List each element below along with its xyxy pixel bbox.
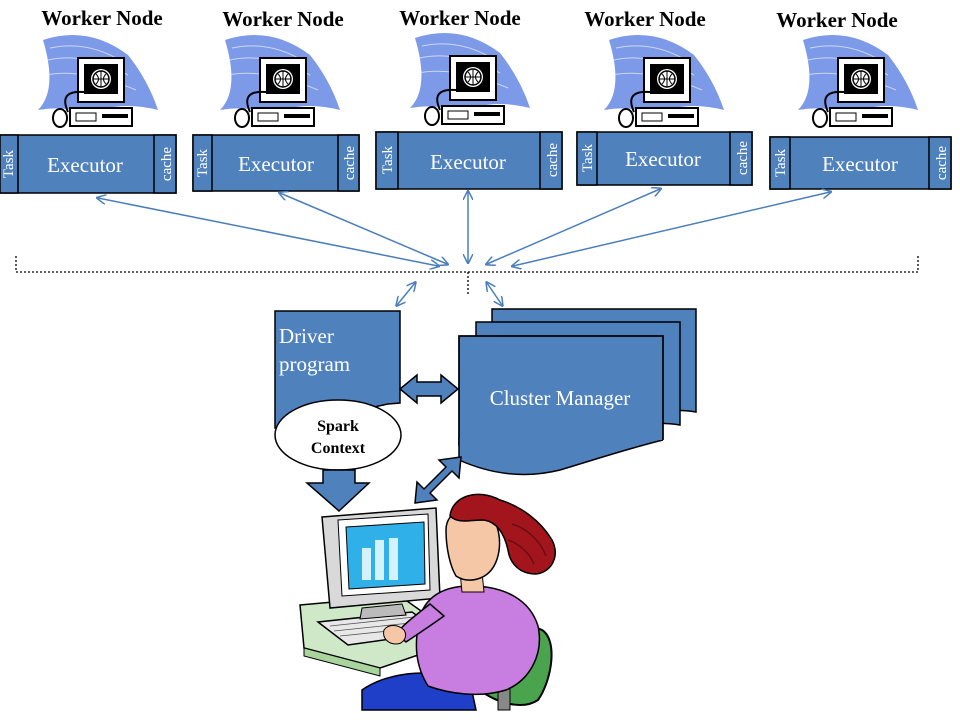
worker-node-4: Worker Node Executor Task cache [576, 7, 753, 186]
cache-label: cache [934, 146, 950, 180]
executor-label: Executor [822, 152, 898, 176]
computer-icon [220, 35, 340, 128]
computer-icon [798, 35, 918, 128]
connector-arrow-cluster [487, 283, 502, 305]
executor-box: Executor Task cache [375, 131, 563, 190]
executor-label: Executor [430, 150, 506, 174]
worker-node-3: Worker Node Executor Task cache [375, 6, 563, 190]
driver-label-line2: program [279, 352, 350, 376]
worker-node-2: Worker Node Executor Task cache [192, 7, 360, 192]
driver-cluster-arrow [398, 373, 460, 405]
cache-label: cache [735, 141, 751, 175]
cluster-manager-label: Cluster Manager [490, 386, 631, 410]
task-label: Task [195, 148, 211, 177]
monitor-bar [389, 538, 398, 580]
connector-arrow-2 [280, 193, 447, 264]
computer-icon [38, 35, 158, 128]
spark-context-line1: Spark [317, 418, 359, 435]
cache-label: cache [159, 147, 175, 181]
worker-node-1: Worker Node Executor Task cache [0, 6, 177, 194]
cache-label: cache [342, 146, 358, 180]
user-at-computer-illustration [299, 493, 556, 711]
connector-arrow-5 [513, 192, 830, 266]
monitor-bar [375, 540, 384, 580]
executor-box: Executor Task cache [0, 134, 177, 194]
task-label: Task [580, 143, 596, 172]
computer-icon [604, 35, 724, 128]
worker-node-title: Worker Node [584, 7, 706, 31]
executor-box: Executor Task cache [192, 134, 360, 192]
cluster-manager: Cluster Manager [458, 308, 697, 476]
computer-icon [410, 33, 530, 126]
network-connectors [98, 189, 830, 305]
spark-context: Spark Context [274, 399, 402, 471]
executor-box: Executor Task cache [769, 136, 952, 190]
worker-node-title: Worker Node [41, 6, 163, 30]
connector-arrow-driver [397, 283, 415, 305]
connector-arrow-4 [487, 189, 660, 264]
worker-node-title: Worker Node [399, 6, 521, 30]
monitor [321, 507, 441, 620]
hand [383, 625, 407, 645]
executor-box: Executor Task cache [576, 131, 753, 186]
driver-program: Driver program Spark Context [274, 310, 402, 471]
task-label: Task [1, 149, 17, 178]
executor-label: Executor [238, 152, 314, 176]
worker-node-5: Worker Node Executor Task cache [769, 8, 952, 190]
executor-label: Executor [625, 147, 701, 171]
network-bracket [15, 256, 919, 296]
worker-node-title: Worker Node [776, 8, 898, 32]
shirt [415, 585, 541, 696]
executor-label: Executor [47, 153, 123, 177]
connector-arrow-1 [98, 198, 438, 266]
monitor-bar [362, 548, 371, 580]
worker-node-title: Worker Node [222, 7, 344, 31]
task-label: Task [380, 145, 396, 174]
cache-label: cache [545, 143, 561, 177]
task-label: Task [773, 148, 789, 177]
spark-context-down-arrow [305, 469, 371, 513]
spark-context-line2: Context [311, 440, 366, 457]
driver-label-line1: Driver [279, 324, 334, 348]
cluster-computer-arrow [414, 456, 462, 504]
